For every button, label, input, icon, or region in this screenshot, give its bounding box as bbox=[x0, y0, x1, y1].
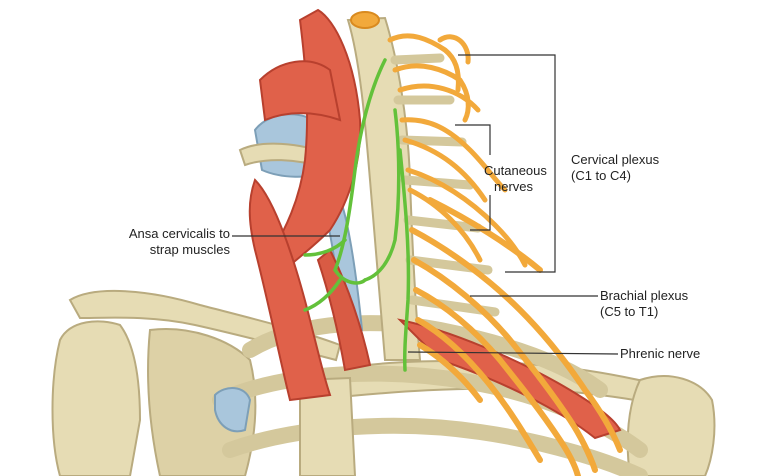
nerve-c5 bbox=[409, 227, 623, 453]
thyroid-cartilage-lower bbox=[214, 387, 252, 433]
cervical-label-line1: Cervical plexus bbox=[571, 152, 660, 167]
cervical-plexus-nerves bbox=[387, 33, 528, 268]
ansa-label-line2: strap muscles bbox=[149, 242, 230, 257]
brachial-label-line1: Brachial plexus bbox=[600, 288, 689, 303]
ansa-superior-root bbox=[333, 58, 387, 272]
leader-lines bbox=[232, 54, 619, 355]
nerve-c7 bbox=[413, 287, 581, 476]
cutaneous-label-line1: Cutaneous bbox=[484, 163, 547, 178]
ansa-inferior-root bbox=[363, 108, 401, 282]
cutaneous-nerves-label: Cutaneous nerves bbox=[484, 163, 547, 195]
anterior-scalene-muscle bbox=[316, 248, 372, 372]
nerve-upper-curl bbox=[437, 34, 471, 65]
nerve-c2 bbox=[392, 63, 471, 123]
ansa-strap-branch-1 bbox=[303, 238, 347, 257]
ansa-loop bbox=[333, 268, 367, 285]
brachial-label-line2: (C5 to T1) bbox=[600, 304, 659, 319]
cutaneous-label-line2: nerves bbox=[494, 179, 534, 194]
ansa-cervicalis-nerves bbox=[303, 58, 411, 372]
phrenic-nerve-label: Phrenic nerve bbox=[620, 346, 700, 362]
ansa-strap-branch-2 bbox=[303, 278, 342, 312]
phrenic-label-line1: Phrenic nerve bbox=[620, 346, 701, 361]
strap-muscles bbox=[248, 178, 332, 402]
spinal-cord-top bbox=[350, 11, 380, 29]
cervical-label-line2: (C1 to C4) bbox=[571, 168, 631, 183]
sternocleidomastoid-muscle bbox=[268, 8, 362, 272]
nerve-c3 bbox=[399, 117, 508, 193]
cervical-plexus-bracket bbox=[458, 54, 556, 273]
rib-3 bbox=[222, 417, 648, 476]
upper-neck-muscle bbox=[258, 60, 342, 122]
nerve-cutaneous-long bbox=[427, 197, 543, 273]
nerve-c2-branch bbox=[397, 83, 481, 113]
nerve-c3-branch bbox=[402, 137, 488, 203]
phrenic-leader bbox=[407, 351, 619, 355]
cervical-plexus-label: Cervical plexus (C1 to C4) bbox=[571, 152, 659, 184]
sternum bbox=[299, 376, 357, 476]
nerve-t1 bbox=[417, 342, 483, 403]
left-shoulder bbox=[51, 320, 142, 476]
right-shoulder bbox=[626, 375, 716, 476]
nerve-c4-branch bbox=[407, 187, 483, 263]
brachial-plexus-nerves bbox=[409, 197, 623, 476]
nerve-c6 bbox=[411, 257, 598, 473]
cutaneous-bracket bbox=[455, 124, 491, 231]
ansa-label-line1: Ansa cervicalis to bbox=[128, 226, 230, 241]
nerve-c1 bbox=[387, 33, 461, 93]
phrenic-nerve-path bbox=[398, 148, 411, 372]
nerve-c8 bbox=[415, 317, 543, 463]
brachial-plexus-label: Brachial plexus (C5 to T1) bbox=[600, 288, 688, 320]
ansa-cervicalis-label: Ansa cervicalis to strap muscles bbox=[100, 226, 230, 258]
